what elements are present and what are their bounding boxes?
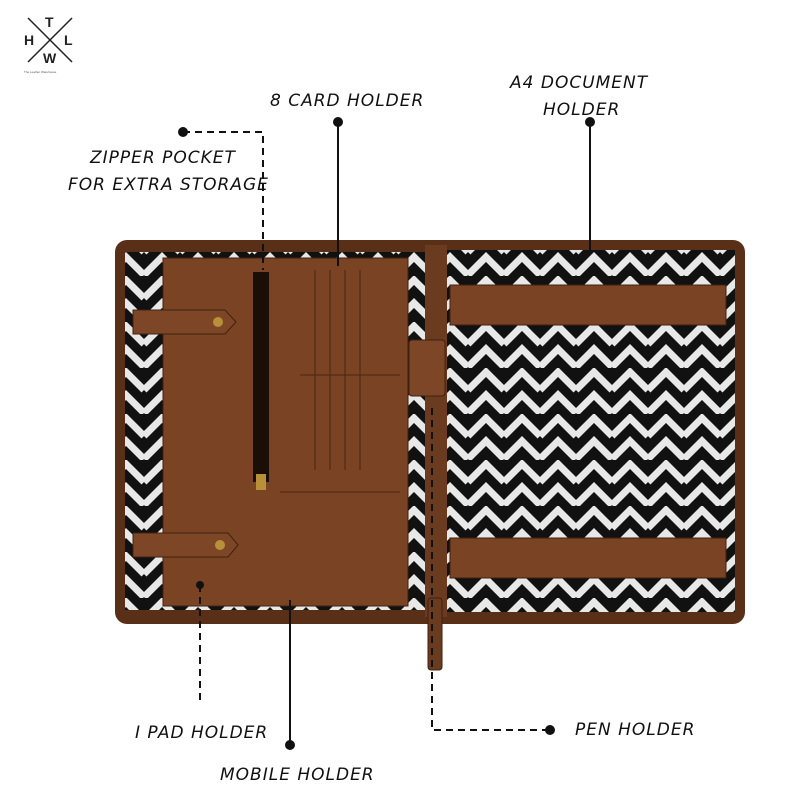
pen-loop — [408, 339, 446, 397]
top-strap — [132, 309, 237, 335]
label-mobile-holder: MOBILE HOLDER — [220, 765, 375, 785]
zipper-pocket — [253, 272, 269, 482]
label-ipad-holder: I PAD HOLDER — [135, 723, 269, 743]
spine — [425, 245, 447, 617]
bottom-strap — [132, 532, 239, 558]
label-zipper-pocket-line2: FOR EXTRA STORAGE — [68, 175, 269, 195]
card-slots — [280, 270, 400, 493]
logo-letter-w: W — [43, 50, 57, 66]
a4-top-strap — [449, 284, 727, 326]
label-a4-holder-line1: A4 DOCUMENT — [510, 73, 649, 93]
zipper-pull — [256, 474, 266, 490]
label-a4-holder-line2: HOLDER — [543, 100, 621, 120]
label-zipper-pocket-line1: ZIPPER POCKET — [90, 148, 236, 168]
callout-lines — [178, 117, 595, 750]
logo-letter-h: H — [24, 32, 35, 48]
logo-tagline: The Leather Warehouse — [24, 70, 57, 74]
logo-letter-l: L — [64, 32, 73, 48]
label-card-holder: 8 CARD HOLDER — [270, 91, 425, 111]
a4-bottom-strap — [449, 537, 727, 579]
logo-letter-t: T — [45, 14, 54, 30]
main-zipper-tab — [427, 597, 443, 671]
label-pen-holder: PEN HOLDER — [575, 720, 696, 740]
